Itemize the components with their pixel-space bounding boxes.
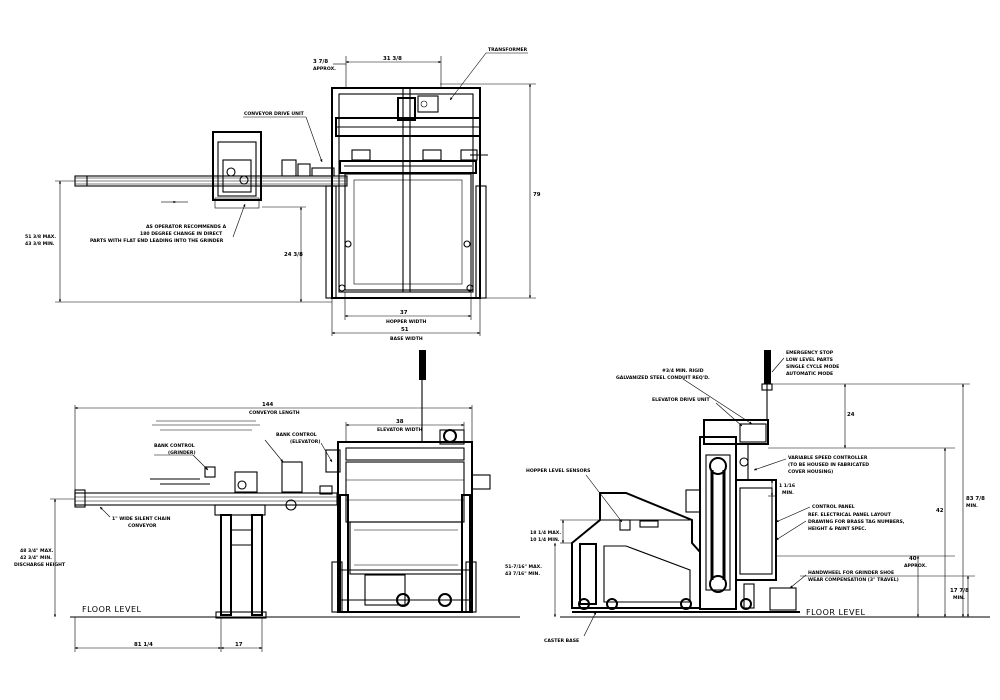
label-vsc-1: VARIABLE SPEED CONTROLLER [788,455,868,461]
label-elevator-width: ELEVATOR WIDTH [377,427,423,433]
label-conveyor-length: CONVEYOR LENGTH [249,410,300,416]
label-caster-base: CASTER BASE [544,638,579,644]
front-dimensions: 144 CONVEYOR LENGTH 38 ELEVATOR WIDTH BA… [14,402,473,652]
dim-24-3-8: 24 3/8 [284,252,303,258]
dim-38: 38 [396,419,404,425]
label-conduit-1: #3/4 MIN. RIGID [662,368,704,374]
label-elevator-drive-unit: ELEVATOR DRIVE UNIT [652,397,710,403]
dim-40: 40 [909,556,917,562]
plan-hopper-elevator [325,87,488,299]
dim-43-3-8: 43 3/8 MIN. [25,241,55,247]
label-ref-2: DRAWING FOR BRASS TAG NUMBERS, [808,519,905,525]
dim-18-1-4: 18 1/4 MAX. [530,530,561,536]
label-low-level-parts: LOW LEVEL PARTS [786,357,833,363]
dim-1-1-16: 1 1/16 [779,483,795,489]
dim-51: 51 [401,327,409,333]
label-bank-control-elevator-2: (ELEVATOR) [290,439,320,445]
side-floor-level: FLOOR LEVEL [806,608,866,617]
dim-37: 37 [400,310,408,316]
front-elevator [325,350,491,613]
label-ref-3: HEIGHT & PAINT SPEC. [808,526,867,532]
front-view: FLOOR LEVEL 144 CONVEYOR LENGTH 38 ELEVA… [14,350,520,652]
label-vsc-2: (TO BE HOUSED IN FABRICATED [788,462,869,468]
dim-51-7-16: 51-7/16" MAX. [505,564,542,570]
label-hopper-width: HOPPER WIDTH [386,319,426,325]
dim-10-1-4: 10 1/4 MIN. [530,537,560,543]
dim-81-1-4: 81 1/4 [134,642,153,648]
note-recommend-3: PARTS WITH FLAT END LEADING INTO THE GRI… [90,238,224,244]
label-bank-control-grinder-1: BANK CONTROL [154,443,195,449]
front-floor-level: FLOOR LEVEL [82,605,142,614]
side-view: FLOOR LEVEL EMERGENCY STOP LOW LEVEL PAR… [505,350,990,644]
label-automatic-mode: AUTOMATIC MODE [786,371,833,377]
label-vsc-3: COVER HOUSING) [788,469,833,475]
dim-17-7-8-note: MIN. [953,595,965,601]
label-transformer: TRANSFORMER [488,47,528,53]
dim-42: 42 [936,508,944,514]
label-conduit-2: GALVANIZED STEEL CONDUIT REQ'D. [616,375,710,381]
front-conveyor [74,420,338,619]
dim-42-note: APPROX. [904,563,927,569]
label-handwheel-2: WEAR COMPENSATION (3" TRAVEL) [808,577,899,583]
dim-79: 79 [533,192,541,198]
dim-31-3-8: 31 3/8 [383,56,402,62]
dim-43-7-16: 43 7/16" MIN. [505,571,540,577]
dim-144: 144 [262,402,274,408]
label-base-width: BASE WIDTH [390,336,423,342]
dim-3-7-8: 3 7/8 [313,59,328,65]
plan-dimensions: 31 3/8 3 7/8 APPROX. 79 TRANSFORMER CONV… [25,47,541,342]
label-emergency-stop: EMERGENCY STOP [786,350,834,356]
label-single-cycle: SINGLE CYCLE MODE [786,364,839,370]
label-silent-chain-2: CONVEYOR [128,523,157,529]
label-ref-1: REF. ELECTRICAL PANEL LAYOUT [808,512,892,518]
dim-17: 17 [235,642,243,648]
plan-conveyor [74,175,348,187]
dim-48-3-4: 48 3/4" MAX. [20,548,54,554]
dim-83-note: MIN. [966,503,978,509]
dim-83-7-8: 83 7/8 [966,496,985,502]
label-discharge-height: DISCHARGE HEIGHT [14,562,66,568]
note-recommend-2: 180 DEGREE CHANGE IN DIRECT [140,231,223,237]
dim-51-3-8: 51 3/8 MAX. [25,234,56,240]
note-recommend-1: AS OPERATOR RECOMMENDS A [146,224,227,230]
side-machine [571,350,800,613]
plan-view: 31 3/8 3 7/8 APPROX. 79 TRANSFORMER CONV… [25,47,541,342]
dim-17-7-8: 17 7/8 [950,588,969,594]
label-conveyor-drive-unit: CONVEYOR DRIVE UNIT [244,111,305,117]
label-control-panel: CONTROL PANEL [812,504,855,510]
dim-24: 24 [847,412,855,418]
label-silent-chain-1: 1" WIDE SILENT CHAIN [112,516,171,522]
side-dimensions: EMERGENCY STOP LOW LEVEL PARTS SINGLE CY… [505,350,985,644]
label-bank-control-elevator-1: BANK CONTROL [276,432,317,438]
dim-approx-note: APPROX. [313,66,336,72]
label-handwheel-1: HANDWHEEL FOR GRINDER SHOE [808,570,894,576]
label-hopper-level-sensors: HOPPER LEVEL SENSORS [526,468,590,474]
plan-grinder-unit [212,131,262,209]
plan-conveyor-drive-unit [281,159,335,177]
dim-42-3-4: 42 3/4" MIN. [20,555,52,561]
label-bank-control-grinder-2: (GRINDER) [168,450,196,456]
dim-1-1-16-note: MIN. [782,490,794,496]
